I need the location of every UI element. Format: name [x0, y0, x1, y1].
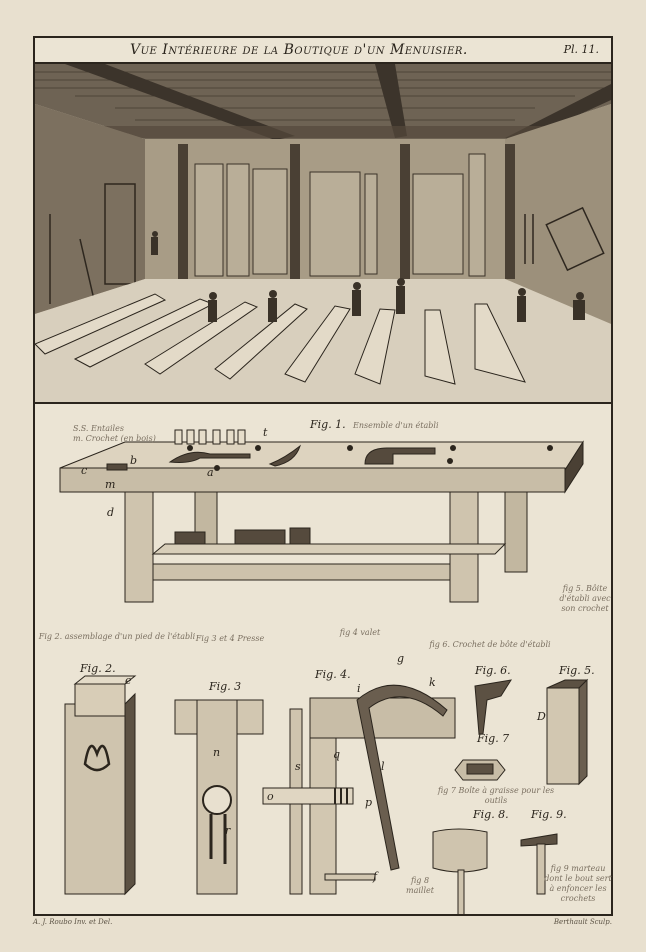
- ceiling-beam: [375, 64, 407, 138]
- fig7-note: fig 7 Boîte à graisse pour les outils: [437, 786, 555, 805]
- fig3-note: Fig 3 et 4 Presse: [195, 634, 265, 643]
- letter-g: g: [397, 652, 405, 665]
- letter-r: r: [225, 824, 231, 837]
- fig4-label: Fig. 4.: [315, 668, 351, 681]
- letter-f: f: [373, 870, 378, 883]
- figures-illustration: [59, 429, 589, 914]
- fig2-bench-leg: [64, 675, 137, 896]
- fig7-label: Fig. 7: [477, 732, 510, 745]
- letter-i: i: [357, 682, 361, 695]
- fig2-note: Fig 2. assemblage d'un pied de l'établi: [38, 632, 196, 641]
- letter-o: o: [267, 790, 274, 803]
- fig2-label: Fig. 2.: [80, 662, 116, 675]
- left-wall: [35, 104, 145, 314]
- fig6-note: fig 6. Crochet de bôte d'établi: [429, 640, 551, 649]
- fig8-mallet: [432, 828, 488, 914]
- letter-l: l: [381, 760, 385, 773]
- posts: [178, 144, 515, 279]
- letter-d: d: [107, 506, 115, 519]
- title-bar: Vue Intérieure de la Boutique d'un Menui…: [35, 38, 611, 64]
- plate-number: Pl. 11.: [563, 43, 599, 56]
- fig5-note: fig 5. Bôite d'établi avec son crochet: [559, 584, 611, 613]
- workshop-scene: [35, 64, 611, 404]
- fig5-bench-stop: [546, 678, 589, 786]
- letter-m: m: [105, 478, 116, 491]
- wall-tools: [49, 183, 605, 305]
- letter-k: k: [429, 676, 436, 689]
- letter-b: b: [130, 454, 138, 467]
- fig9-note: fig 9 marteau dont le bout sert à enfonc…: [544, 864, 612, 903]
- workshop-illustration: [35, 64, 611, 402]
- letter-q: q: [333, 748, 341, 761]
- ceiling-beam: [65, 64, 295, 140]
- fig8-label: Fig. 8.: [473, 808, 509, 821]
- credit-draftsman: A. J. Roubo Inv. et Del.: [33, 918, 113, 926]
- fig9-label: Fig. 9.: [531, 808, 567, 821]
- fig6-bench-hook: [474, 679, 513, 735]
- fig7-grease-box: [454, 759, 506, 781]
- fig4-note: fig 4 valet: [339, 628, 381, 637]
- legend-s: S.S. Entailes: [73, 424, 124, 433]
- figures-panel: S.S. Entailes m. Crochet (en bois) Fig. …: [35, 404, 612, 914]
- letter-a: a: [207, 466, 214, 479]
- fig1-note: Ensemble d'un établi: [353, 421, 439, 430]
- fig3-press: [174, 699, 264, 895]
- right-wall: [505, 104, 611, 324]
- fig1-label: Fig. 1.: [310, 418, 346, 431]
- fig9-hammer: [520, 833, 558, 895]
- plate-frame: Vue Intérieure de la Boutique d'un Menui…: [33, 36, 613, 916]
- letter-c: c: [81, 464, 88, 477]
- fig5-label: Fig. 5.: [559, 664, 595, 677]
- credit-engraver: Berthault Sculp.: [553, 918, 612, 926]
- fig6-label: Fig. 6.: [475, 664, 511, 677]
- fig1-workbench: [59, 429, 584, 603]
- fig4-vise-and-holdfast: [262, 684, 456, 895]
- letter-s: s: [295, 760, 301, 773]
- letter-t: t: [263, 426, 268, 439]
- workbenches: [35, 293, 526, 385]
- fig8-note: fig 8 maillet: [406, 876, 434, 895]
- legend-m: m. Crochet (en bois): [73, 434, 156, 443]
- letter-n: n: [213, 746, 221, 759]
- plate-title: Vue Intérieure de la Boutique d'un Menui…: [130, 42, 468, 58]
- fig3-label: Fig. 3: [209, 680, 242, 693]
- letter-e: e: [125, 674, 132, 687]
- wall-panelling: [194, 153, 486, 277]
- letter-D: D: [537, 710, 546, 723]
- workers: [151, 231, 585, 322]
- letter-p: p: [365, 796, 373, 809]
